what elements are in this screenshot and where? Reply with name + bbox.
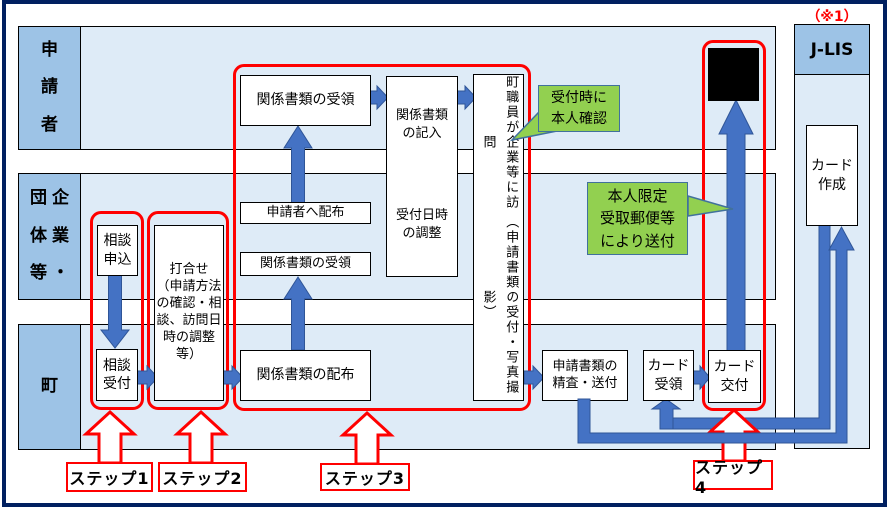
box-docs-receive-company: 関係書類の受領 [240,252,371,276]
lane-company-label-col-right: 企 業 ・ [52,188,69,284]
step3-label: ステップ3 [320,463,410,491]
step3-outline [233,64,531,411]
box-review-send: 申請書類の 精査・送付 [542,350,628,401]
box-town-staff-visit: 町職員が企業等に訪問 （申請書類の受付・写真撮影） [473,74,524,401]
box-docs-fill-text: 関係書類 の記入 [395,108,448,141]
box-card-create: カード 作成 [806,125,858,226]
lane-town-label: 町 [19,325,81,449]
box-datetime-adjust-text: 受付日時 の調整 [395,208,448,241]
jlis-header: J-LIS [795,25,869,75]
jlis-column: J-LIS [794,24,870,449]
step1-outline [90,211,144,410]
note-ref: （※1） [806,9,858,25]
box-docs-receive-applicant: 関係書類の受領 [240,75,371,126]
lane-company-label-col-left: 団 体 等 [30,188,47,284]
box-meeting: 打合せ （申請方法 の確認・相 談、訪問日 時の調整 等） [154,225,224,401]
identity-check-callout: 受付時に 本人確認 [538,85,620,132]
lane-company-label: 団 体 等 企 業 ・ [19,174,81,299]
step4-label: ステップ4 [693,458,773,497]
restricted-mail-callout: 本人限定 受取郵便等 により送付 [587,182,688,255]
box-consult-accept: 相談 受付 [96,349,138,401]
box-card-issue: カード 交付 [708,350,761,403]
card-photo-black-square [708,48,759,101]
box-consult-apply: 相談 申込 [97,225,138,276]
box-distribute-to-applicant: 申請者へ配布 [240,202,371,224]
step1-label: ステップ1 [66,462,153,492]
visit-text-left-column: （申請書類の受付・写真撮影） [480,215,519,396]
visit-text-right-column: 町職員が企業等に訪問 [480,75,519,211]
step2-outline [147,211,229,410]
box-fill-and-adjust: 関係書類 の記入 受付日時 の調整 [386,76,458,277]
step2-label: ステップ2 [158,462,247,492]
box-docs-distribute: 関係書類の配布 [240,350,371,401]
lane-applicant-label: 申 請 者 [19,27,81,149]
box-card-receive: カード 受領 [643,350,694,401]
